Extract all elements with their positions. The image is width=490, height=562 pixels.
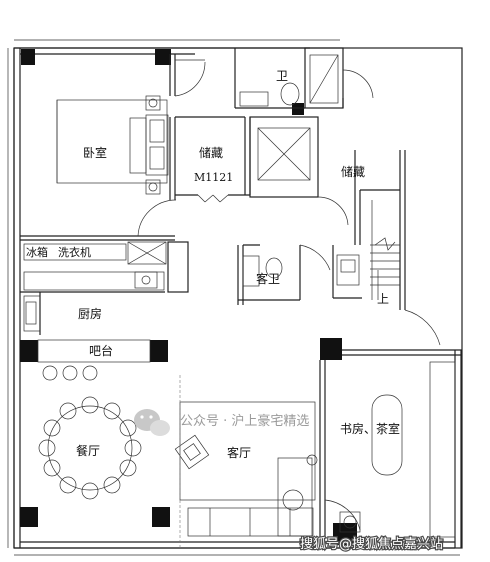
- watermark-center: 公众号 · 沪上豪宅精选: [180, 413, 309, 429]
- label-dining: 餐厅: [76, 443, 100, 458]
- label-washer: 洗衣机: [58, 245, 91, 259]
- dining-set: [38, 396, 142, 500]
- label-kitchen: 厨房: [78, 306, 102, 321]
- label-storage-2: 储藏: [341, 164, 365, 179]
- shower: [309, 54, 339, 104]
- toilet: [280, 82, 300, 106]
- armchair: [174, 434, 210, 470]
- label-bedroom: 卧室: [83, 145, 107, 160]
- guest-toilet: [265, 257, 283, 279]
- sofa: [187, 507, 314, 537]
- bedroom-area: [20, 54, 206, 241]
- kitchen-area: [20, 241, 189, 381]
- label-storage-code: M1121: [194, 171, 233, 184]
- label-storage: 储藏: [199, 145, 223, 160]
- study-area: [319, 349, 462, 538]
- label-bar: 吧台: [89, 343, 113, 358]
- structural-columns: [20, 49, 357, 545]
- dining-table: [47, 405, 133, 491]
- tea-table: [371, 394, 403, 476]
- label-guest-bath: 客卫: [256, 271, 280, 286]
- guest-bathroom: [237, 244, 362, 305]
- appliance-strip: [23, 243, 127, 261]
- elevator-shaft: [249, 116, 349, 226]
- label-top-bath: 卫: [276, 69, 288, 83]
- top-bathroom: [234, 47, 374, 109]
- bed: [56, 99, 168, 184]
- label-study: 书房、茶室: [340, 421, 400, 436]
- wechat-logo-icon: [134, 409, 170, 436]
- label-fridge: 冰箱: [26, 245, 48, 259]
- label-stair-up: 上: [377, 292, 389, 306]
- stair-area: [354, 150, 441, 346]
- watermark-bottom: 搜狐号@搜狐焦点嘉兴站: [300, 537, 443, 552]
- bar-stool: [42, 365, 58, 381]
- label-living: 客厅: [227, 445, 251, 460]
- bar-stool: [82, 365, 98, 381]
- bar-stool: [62, 365, 78, 381]
- bar-counter: [37, 339, 151, 363]
